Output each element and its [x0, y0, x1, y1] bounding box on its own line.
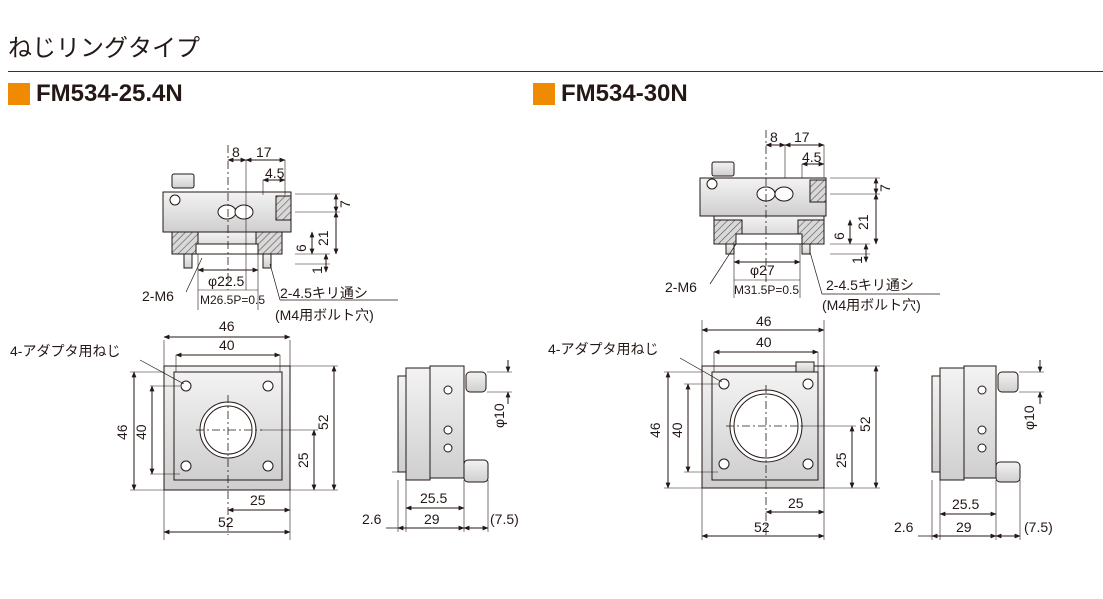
side-dim-7-5: (7.5) [490, 511, 519, 527]
dim-8: 8 [232, 144, 240, 160]
page-heading: ねじリングタイプ [8, 35, 200, 62]
model-title-1: FM534-25.4N [8, 80, 183, 108]
thread-spec: M26.5P=0.5 [200, 293, 265, 307]
front-view [664, 320, 880, 540]
dim-6: 6 [831, 232, 847, 240]
dim-1: 1 [849, 256, 865, 264]
front-height-46: 46 [647, 422, 663, 438]
side-dim-29: 29 [956, 519, 972, 535]
model-1-drawings [130, 145, 512, 540]
side-knob-diameter: φ10 [1021, 405, 1037, 430]
m6-label: 2-M6 [142, 288, 174, 304]
model-name-2: FM534-30N [561, 80, 688, 107]
model-2-drawings [664, 130, 1044, 540]
dim-17: 17 [794, 129, 810, 145]
model-name-1: FM534-25.4N [36, 80, 183, 107]
side-dim-25-5: 25.5 [952, 496, 979, 512]
side-dim-25-5: 25.5 [420, 490, 447, 506]
dim-17: 17 [256, 144, 272, 160]
hole-label: 2-4.5キリ通シ [280, 285, 368, 301]
dim-21: 21 [855, 214, 871, 230]
dim-7: 7 [877, 184, 893, 192]
front-bottom-52: 52 [218, 514, 234, 530]
front-bottom-52: 52 [754, 519, 770, 535]
front-height-52: 52 [857, 416, 873, 432]
orange-square-icon [8, 83, 30, 105]
front-width-40: 40 [219, 337, 235, 353]
dim-6: 6 [293, 244, 309, 252]
top-view [162, 145, 398, 310]
front-view [130, 334, 338, 540]
thread-spec: M31.5P=0.5 [734, 283, 799, 297]
hole-label: 2-4.5キリ通シ [826, 277, 914, 293]
front-height-40: 40 [669, 422, 685, 438]
front-width-46: 46 [219, 318, 235, 334]
top-view [699, 130, 940, 298]
dim-8: 8 [770, 129, 778, 145]
front-width-40: 40 [756, 334, 772, 350]
side-dim-29: 29 [424, 511, 440, 527]
side-dim-2-6: 2.6 [362, 511, 382, 527]
front-height-46: 46 [114, 424, 130, 440]
bore-diameter: φ22.5 [208, 273, 245, 289]
bore-diameter: φ27 [750, 262, 775, 278]
front-height-25: 25 [295, 452, 311, 468]
m6-label: 2-M6 [665, 279, 697, 295]
model-1-labels: 8 17 4.5 7 21 6 1 φ22.5 M26.5P=0.5 2-M6 … [10, 144, 519, 530]
front-height-40: 40 [133, 424, 149, 440]
front-bottom-25: 25 [788, 495, 804, 511]
side-knob-diameter: φ10 [491, 403, 507, 428]
dim-4-5: 4.5 [265, 165, 285, 181]
model-title-2: FM534-30N [533, 80, 688, 108]
heading-divider [8, 71, 1103, 72]
side-dim-2-6: 2.6 [894, 519, 914, 535]
model-2-labels: 8 17 4.5 7 21 6 1 φ27 M31.5P=0.5 2-M6 2-… [548, 129, 1053, 535]
side-dim-7-5: (7.5) [1024, 519, 1053, 535]
adapter-label: 4-アダプタ用ねじ [548, 341, 658, 357]
hole-note: (M4用ボルト穴) [822, 297, 921, 313]
side-view [918, 360, 1044, 540]
front-height-52: 52 [315, 414, 331, 430]
front-bottom-25: 25 [250, 492, 266, 508]
hole-note: (M4用ボルト穴) [275, 307, 374, 323]
dim-7: 7 [337, 200, 353, 208]
front-height-25: 25 [833, 452, 849, 468]
side-view [386, 360, 512, 532]
dim-1: 1 [309, 266, 325, 274]
front-width-46: 46 [756, 313, 772, 329]
adapter-label: 4-アダプタ用ねじ [10, 343, 120, 359]
dim-4-5: 4.5 [802, 149, 822, 165]
dim-21: 21 [315, 230, 331, 246]
orange-square-icon [533, 83, 555, 105]
